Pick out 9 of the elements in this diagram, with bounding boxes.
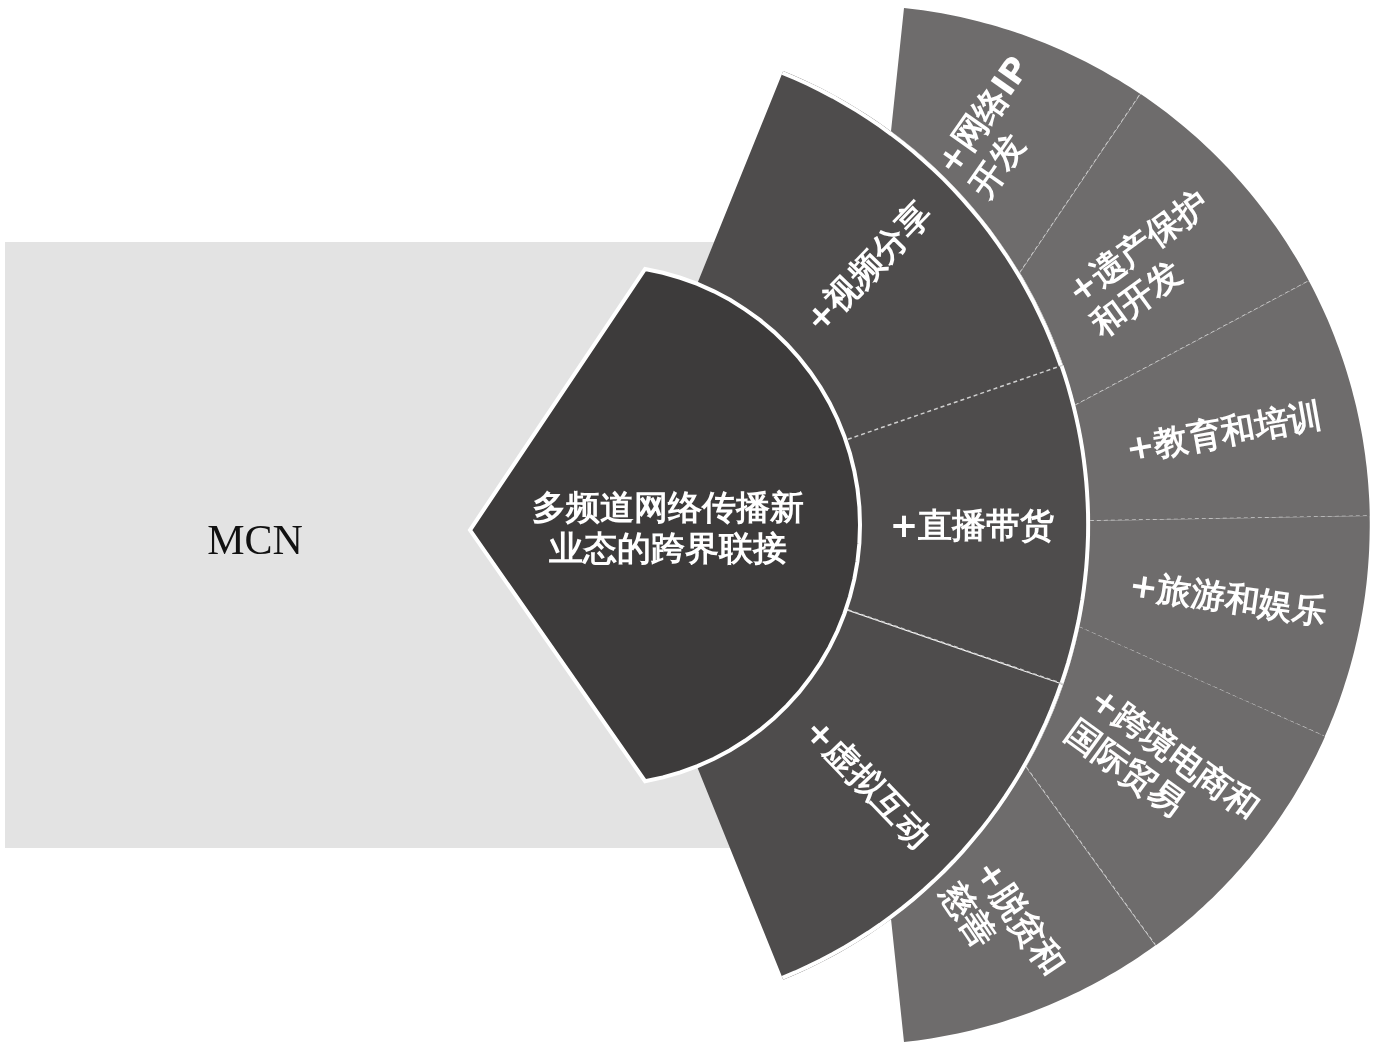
- segment-label: +跨境电商和国际贸易: [1058, 678, 1269, 830]
- ring-segment: [845, 365, 1090, 685]
- segment-label: +教育和培训: [1122, 394, 1325, 470]
- ring-segment: [697, 609, 1064, 980]
- segment-label: 多频道网络传播新业态的跨界联接: [531, 487, 805, 569]
- segment-label: +旅游和娱乐: [1126, 564, 1330, 633]
- segment-label: +遗产保护和开发: [1058, 181, 1217, 346]
- segment-label: +直播带货: [889, 504, 1055, 546]
- panel-title: MCN: [207, 515, 303, 565]
